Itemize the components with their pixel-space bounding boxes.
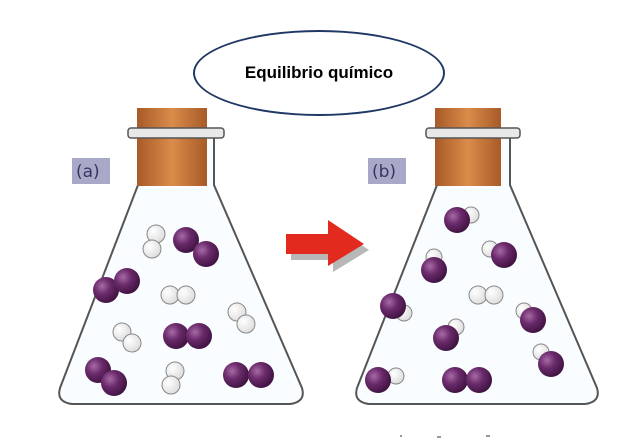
flask-a-label-box [72,158,110,184]
flask-a: (a) [58,108,304,405]
mixed-molecule [433,318,465,351]
purple-molecule [93,268,140,303]
reaction-arrow-icon [286,220,369,272]
white-molecule [112,322,142,353]
flask-b-rim [425,127,521,139]
page-title: Equilibrio químico [244,63,394,82]
flask-b-glass [355,136,599,405]
flask-b: (b) [355,108,599,405]
white-molecule [468,285,504,305]
white-molecule [227,302,256,334]
mixed-molecule [365,367,405,393]
title-oval: Equilibrio químico [193,30,445,116]
mixed-molecule [421,248,447,283]
flask-a-rim [127,127,225,139]
flask-b-label: (b) [372,162,396,182]
mixed-molecule [481,240,517,268]
purple-molecule [173,227,219,267]
flask-a-label: (a) [76,162,100,182]
flask-a-cork [137,108,207,186]
purple-molecule [85,357,127,396]
white-molecule [161,361,185,395]
flask-b-cork [435,108,501,186]
mixed-molecule [444,206,480,233]
mixed-molecule [515,302,546,333]
purple-molecule [223,362,274,388]
white-molecule [160,285,196,305]
flask-b-label-box [368,158,406,184]
purple-molecule [442,367,492,393]
mixed-molecule [380,293,413,322]
baseline-marks [400,435,490,438]
purple-molecule [163,323,212,349]
white-molecule [142,224,166,259]
mixed-molecule [532,343,564,377]
